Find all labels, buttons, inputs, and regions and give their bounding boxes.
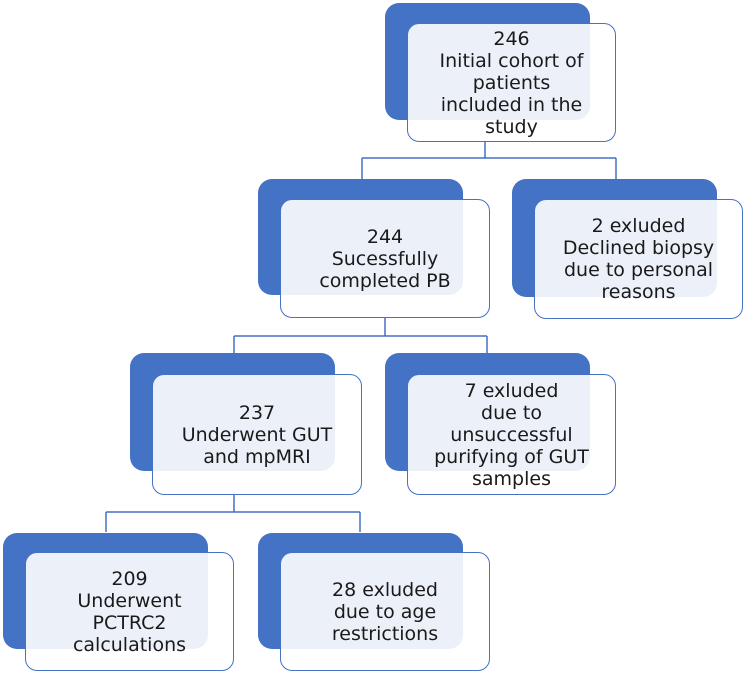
node-text-line: purifying of GUT bbox=[434, 445, 589, 468]
node-count: 244 bbox=[366, 225, 404, 248]
node-pctrc2: 209 Underwent PCTRC2 calculations bbox=[3, 533, 234, 671]
node-text-line: study bbox=[485, 115, 538, 138]
node-count: 209 bbox=[111, 567, 148, 590]
node-text-line: calculations bbox=[72, 633, 187, 656]
node-text-line: restrictions bbox=[331, 622, 439, 645]
node-text-line: due to personal bbox=[564, 259, 713, 281]
node-gut-mpmri: 237 Underwent GUT and mpMRI bbox=[130, 353, 362, 495]
node-box: 244 Sucessfully completed PB bbox=[280, 199, 490, 318]
node-box: 237 Underwent GUT and mpMRI bbox=[152, 374, 362, 495]
node-text-line: reasons bbox=[601, 281, 676, 303]
node-text-line: due to age bbox=[333, 600, 437, 623]
node-box: 7 exluded due to unsuccessful purifying … bbox=[407, 374, 616, 495]
node-excluded-declined: 2 exluded Declined biopsy due to persona… bbox=[512, 179, 743, 319]
node-text-line: and mpMRI bbox=[203, 445, 311, 468]
node-text-line: Underwent GUT bbox=[181, 423, 333, 446]
node-excluded-age: 28 exluded due to age restrictions bbox=[258, 533, 490, 671]
node-text-line: samples bbox=[472, 467, 551, 490]
node-text-line: PCTRC2 bbox=[92, 611, 167, 634]
node-text-line: unsuccessful bbox=[450, 423, 573, 446]
node-completed-pb: 244 Sucessfully completed PB bbox=[258, 179, 490, 318]
node-count: 237 bbox=[238, 401, 276, 424]
node-text-line: Initial cohort of bbox=[439, 49, 584, 72]
node-text-line: completed PB bbox=[319, 269, 451, 292]
node-count: 246 bbox=[493, 27, 530, 50]
node-text-line: Underwent bbox=[77, 589, 182, 612]
node-count: 28 exluded bbox=[332, 578, 438, 601]
node-initial-cohort: 246 Initial cohort of patients included … bbox=[385, 3, 616, 142]
node-text-line: due to bbox=[481, 401, 542, 424]
node-box: 2 exluded Declined biopsy due to persona… bbox=[534, 199, 743, 319]
node-count: 7 exluded bbox=[464, 379, 559, 402]
node-text-line: Declined biopsy bbox=[562, 237, 715, 259]
node-text-line: patients bbox=[472, 71, 551, 94]
node-count: 2 exluded bbox=[591, 215, 686, 237]
node-box: 246 Initial cohort of patients included … bbox=[407, 23, 616, 142]
node-box: 209 Underwent PCTRC2 calculations bbox=[25, 552, 234, 671]
node-excluded-gut-samples: 7 exluded due to unsuccessful purifying … bbox=[385, 353, 616, 495]
node-box: 28 exluded due to age restrictions bbox=[280, 552, 490, 671]
node-text-line: Sucessfully bbox=[331, 247, 439, 270]
node-text-line: included in the bbox=[440, 93, 583, 116]
